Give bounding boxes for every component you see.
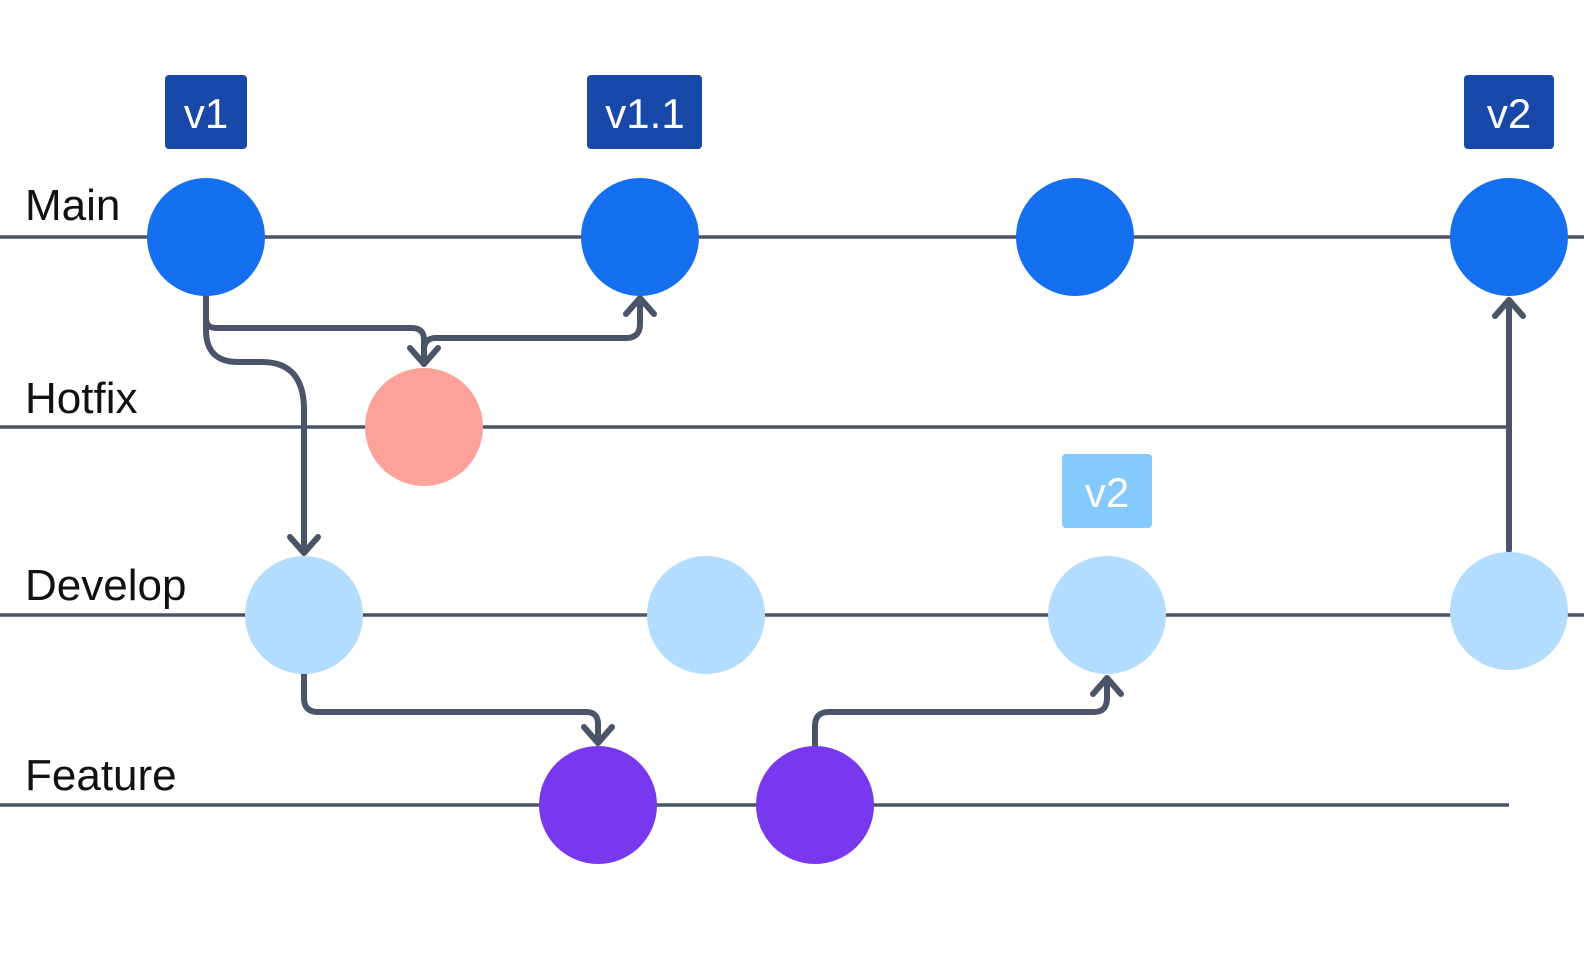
tag-main-v2-box	[1464, 75, 1554, 149]
connector-develop-to-feature	[301, 670, 601, 745]
tag-main-v1-text: v1	[184, 90, 228, 137]
tag-main-v1-1-text: v1.1	[605, 90, 684, 137]
tag-main-v2-text: v2	[1487, 90, 1531, 137]
arrow-head-feature	[581, 724, 615, 746]
tag-main-v1-box	[165, 75, 247, 149]
commit-develop-4[interactable]	[1450, 552, 1568, 670]
commit-main-4[interactable]	[1450, 178, 1568, 296]
commit-hotfix-1[interactable]	[365, 368, 483, 486]
commit-develop-1[interactable]	[245, 556, 363, 674]
tag-main-v1: v1	[165, 75, 247, 149]
lane-label-hotfix: Hotfix	[25, 374, 137, 423]
tag-develop-v2-text: v2	[1085, 469, 1129, 516]
tag-main-v1-1-box	[587, 75, 702, 149]
commit-develop-2[interactable]	[647, 556, 765, 674]
tag-develop-v2: v2	[1062, 454, 1152, 528]
tag-main-v1-1: v1.1	[587, 75, 702, 149]
commit-develop-3[interactable]	[1048, 556, 1166, 674]
commit-main-1[interactable]	[147, 178, 265, 296]
connector-hotfix-to-main	[421, 297, 643, 365]
commit-main-2[interactable]	[581, 178, 699, 296]
tag-develop-v2-box	[1062, 454, 1152, 528]
tag-main-v2: v2	[1464, 75, 1554, 149]
arrow-head-main-v1-1	[623, 295, 657, 317]
connector-main-to-hotfix	[203, 292, 427, 365]
connector-feature-to-develop	[812, 675, 1110, 749]
lane-label-feature: Feature	[25, 751, 177, 800]
commit-main-3[interactable]	[1016, 178, 1134, 296]
arrow-head-develop	[287, 534, 321, 556]
commit-feature-2[interactable]	[756, 746, 874, 864]
commit-feature-1[interactable]	[539, 746, 657, 864]
connector-main-to-develop	[203, 292, 307, 555]
lane-label-develop: Develop	[25, 561, 186, 610]
arrow-head-main-v2	[1492, 297, 1526, 319]
arrow-head-develop-v2	[1090, 675, 1124, 697]
lane-label-main: Main	[25, 181, 120, 230]
connectors	[203, 292, 1526, 749]
